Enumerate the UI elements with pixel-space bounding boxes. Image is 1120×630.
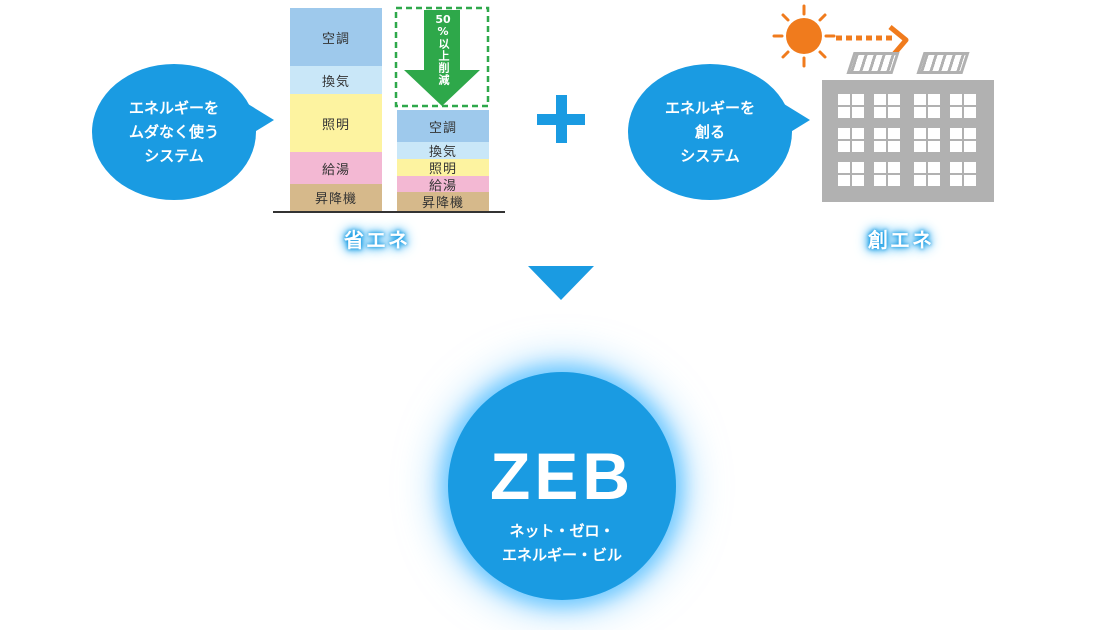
create-energy-label: 創エネ	[868, 228, 934, 252]
stack-baseline	[273, 211, 505, 213]
save-energy-label: 省エネ	[344, 228, 410, 252]
segment-kyuto: 給湯	[290, 152, 382, 184]
down-arrow-icon	[404, 10, 480, 106]
segment-kucho: 空調	[290, 8, 382, 66]
create-energy-bubble: エネルギーを 創る システム	[628, 64, 792, 200]
bubble-tail	[784, 104, 810, 136]
bubble-tail	[248, 104, 274, 136]
segment-shoko: 昇降機	[397, 192, 489, 211]
zeb-subtitle-line1: ネット・ゼロ・	[509, 522, 615, 540]
reduction-unit: %	[437, 25, 449, 38]
bubble-line: システム	[144, 147, 204, 165]
segment-shoko: 昇降機	[290, 184, 382, 211]
reduction-percent: 50	[435, 13, 451, 26]
bubble-line: 創る	[694, 123, 725, 141]
zeb-subtitle-line2: エネルギー・ビル	[501, 546, 622, 564]
reduction-label: 以上削減	[437, 38, 450, 86]
segment-shomei: 照明	[290, 94, 382, 152]
zeb-title: ZEB	[490, 439, 634, 513]
segment-kanki: 換気	[290, 66, 382, 94]
solar-panel-icon	[916, 52, 970, 74]
building-icon	[822, 80, 994, 202]
reduction-indicator	[394, 6, 490, 108]
bubble-line: システム	[680, 147, 740, 165]
segment-kyuto: 給湯	[397, 176, 489, 194]
down-triangle-icon	[528, 266, 594, 300]
bubble-line: エネルギーを	[664, 99, 755, 117]
bubble-line: エネルギーを	[128, 99, 219, 117]
zeb-circle: ZEB ネット・ゼロ・ エネルギー・ビル	[448, 372, 676, 600]
segment-kanki: 換気	[397, 142, 489, 160]
bubble-line: ムダなく使う	[128, 123, 219, 141]
segment-kucho: 空調	[397, 110, 489, 142]
reduction-text: 50 % 以上削減	[428, 13, 458, 87]
save-energy-bubble: エネルギーを ムダなく使う システム	[92, 64, 256, 200]
segment-shomei: 照明	[397, 159, 489, 177]
solar-panel-icon	[846, 52, 900, 74]
sun-icon	[772, 4, 836, 68]
sunlight-arrow-icon	[836, 25, 909, 56]
